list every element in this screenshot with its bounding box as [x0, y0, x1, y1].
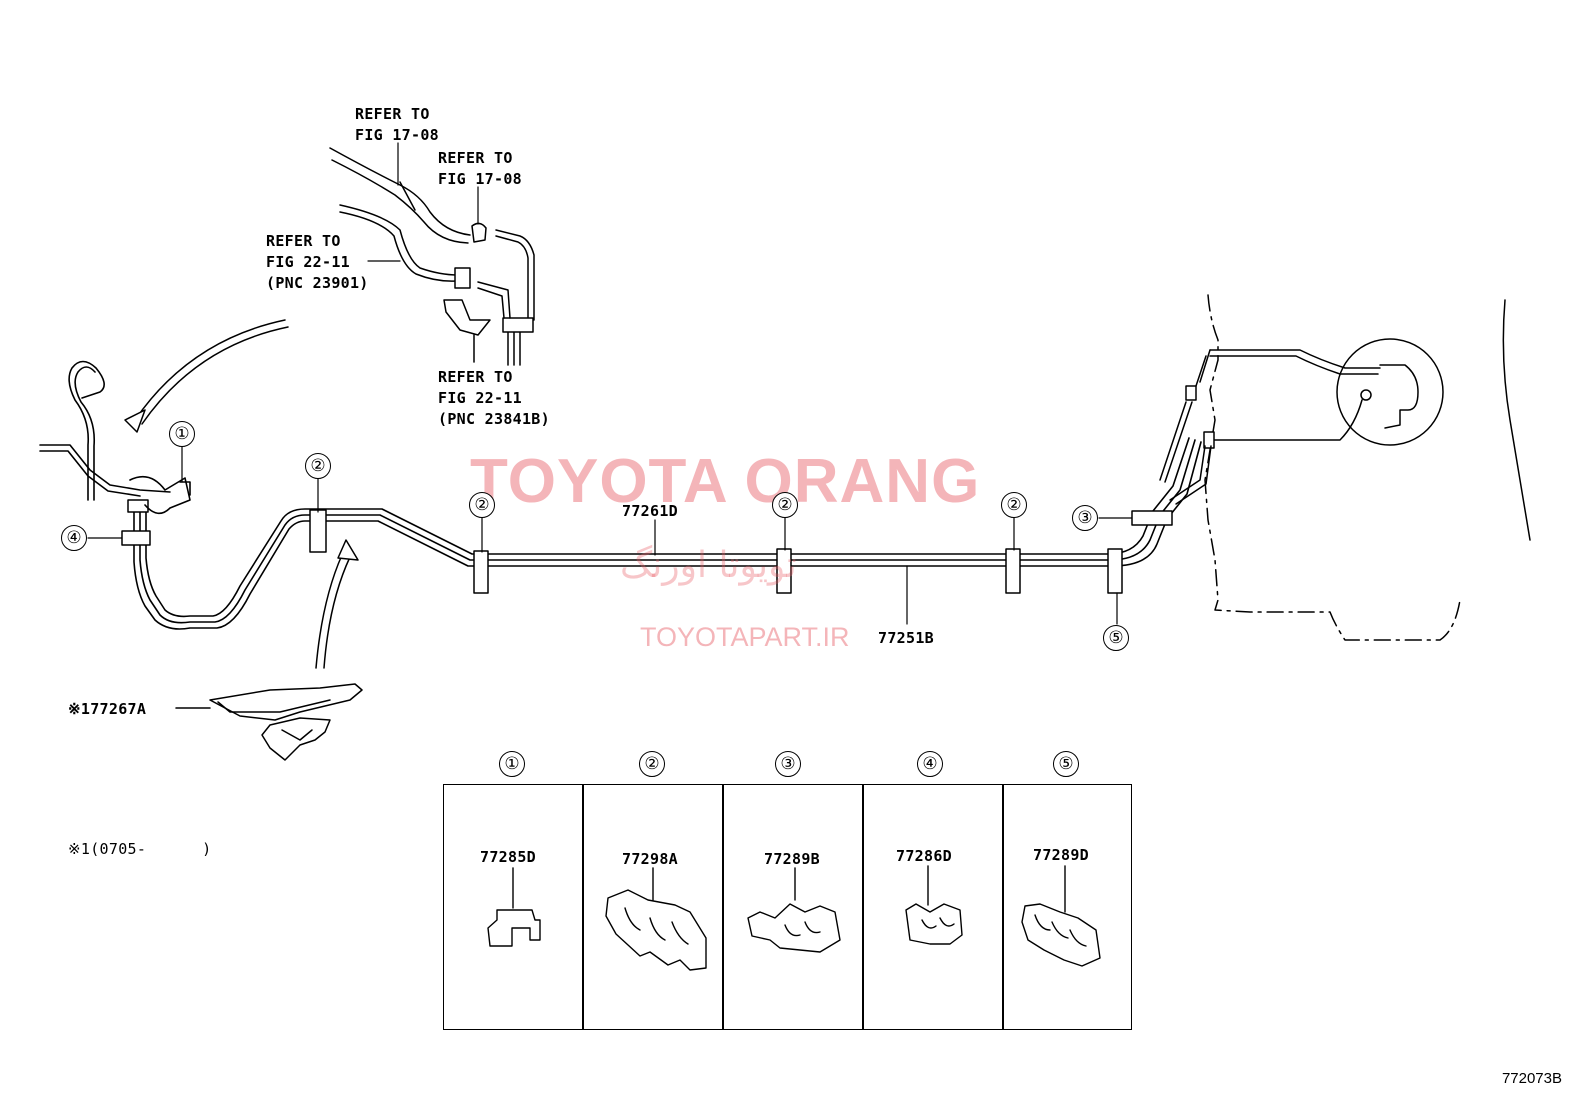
refer-label-4-line1: REFER TO [438, 368, 513, 386]
part-number-tube-lower: 77251B [878, 629, 934, 647]
clamp-index-3: ③ [775, 751, 801, 777]
refer-label-2-line1: REFER TO [438, 149, 513, 167]
watermark-site: TOYOTAPART.IR [640, 622, 850, 652]
callout-5: ⑤ [1103, 625, 1129, 651]
clamp-part-1: 77285D [480, 848, 536, 866]
top-connector-tubes [329, 147, 535, 366]
clamp-cell-1 [443, 784, 583, 1030]
refer-label-3-line2: FIG 22-11 [266, 253, 350, 271]
clamp-cell-3 [723, 784, 863, 1030]
callout-leaders [87, 446, 1133, 625]
indicator-arrows [124, 319, 359, 669]
callout-4: ④ [61, 525, 87, 551]
callout-3: ③ [1072, 505, 1098, 531]
callout-2-a: ② [305, 453, 331, 479]
callout-2-b: ② [469, 492, 495, 518]
watermark-title: TOYOTA ORANG [470, 447, 981, 516]
refer-label-1-line1: REFER TO [355, 105, 430, 123]
refer-label-4-line2: FIG 22-11 [438, 389, 522, 407]
clamp-cell-5 [1003, 784, 1132, 1030]
refer-label-1-line2: FIG 17-08 [355, 126, 439, 144]
callout-1: ① [169, 421, 195, 447]
part-number-tube-upper: 77261D [622, 502, 678, 520]
refer-label-4-line3: (PNC 23841B) [438, 410, 550, 428]
clamp-index-2: ② [639, 751, 665, 777]
clamp-cell-2 [583, 784, 723, 1030]
protector-part [175, 683, 363, 761]
clamp-part-2: 77298A [622, 850, 678, 868]
clamp-index-5: ⑤ [1053, 751, 1079, 777]
clamp-index-1: ① [499, 751, 525, 777]
clamp-cell-4 [863, 784, 1003, 1030]
footnote: ※1(0705- ) [68, 840, 212, 858]
leader-lines [367, 142, 479, 262]
callout-2-c: ② [772, 492, 798, 518]
watermark-persian: تویوتا اورنگ [620, 545, 797, 586]
refer-label-3-line1: REFER TO [266, 232, 341, 250]
left-end-tubes [39, 360, 191, 515]
clamp-parts-illustrations [487, 865, 1101, 971]
right-side-outline [1159, 294, 1531, 641]
part-number-protector: ※177267A [68, 700, 147, 718]
refer-label-2-line2: FIG 17-08 [438, 170, 522, 188]
figure-id: 772073B [1501, 1070, 1562, 1087]
callout-2-d: ② [1001, 492, 1027, 518]
clamp-part-3: 77289B [764, 850, 820, 868]
clamp-part-5: 77289D [1033, 846, 1089, 864]
refer-label-3-line3: (PNC 23901) [266, 274, 369, 292]
clamp-index-4: ④ [917, 751, 943, 777]
clamp-part-4: 77286D [896, 847, 952, 865]
